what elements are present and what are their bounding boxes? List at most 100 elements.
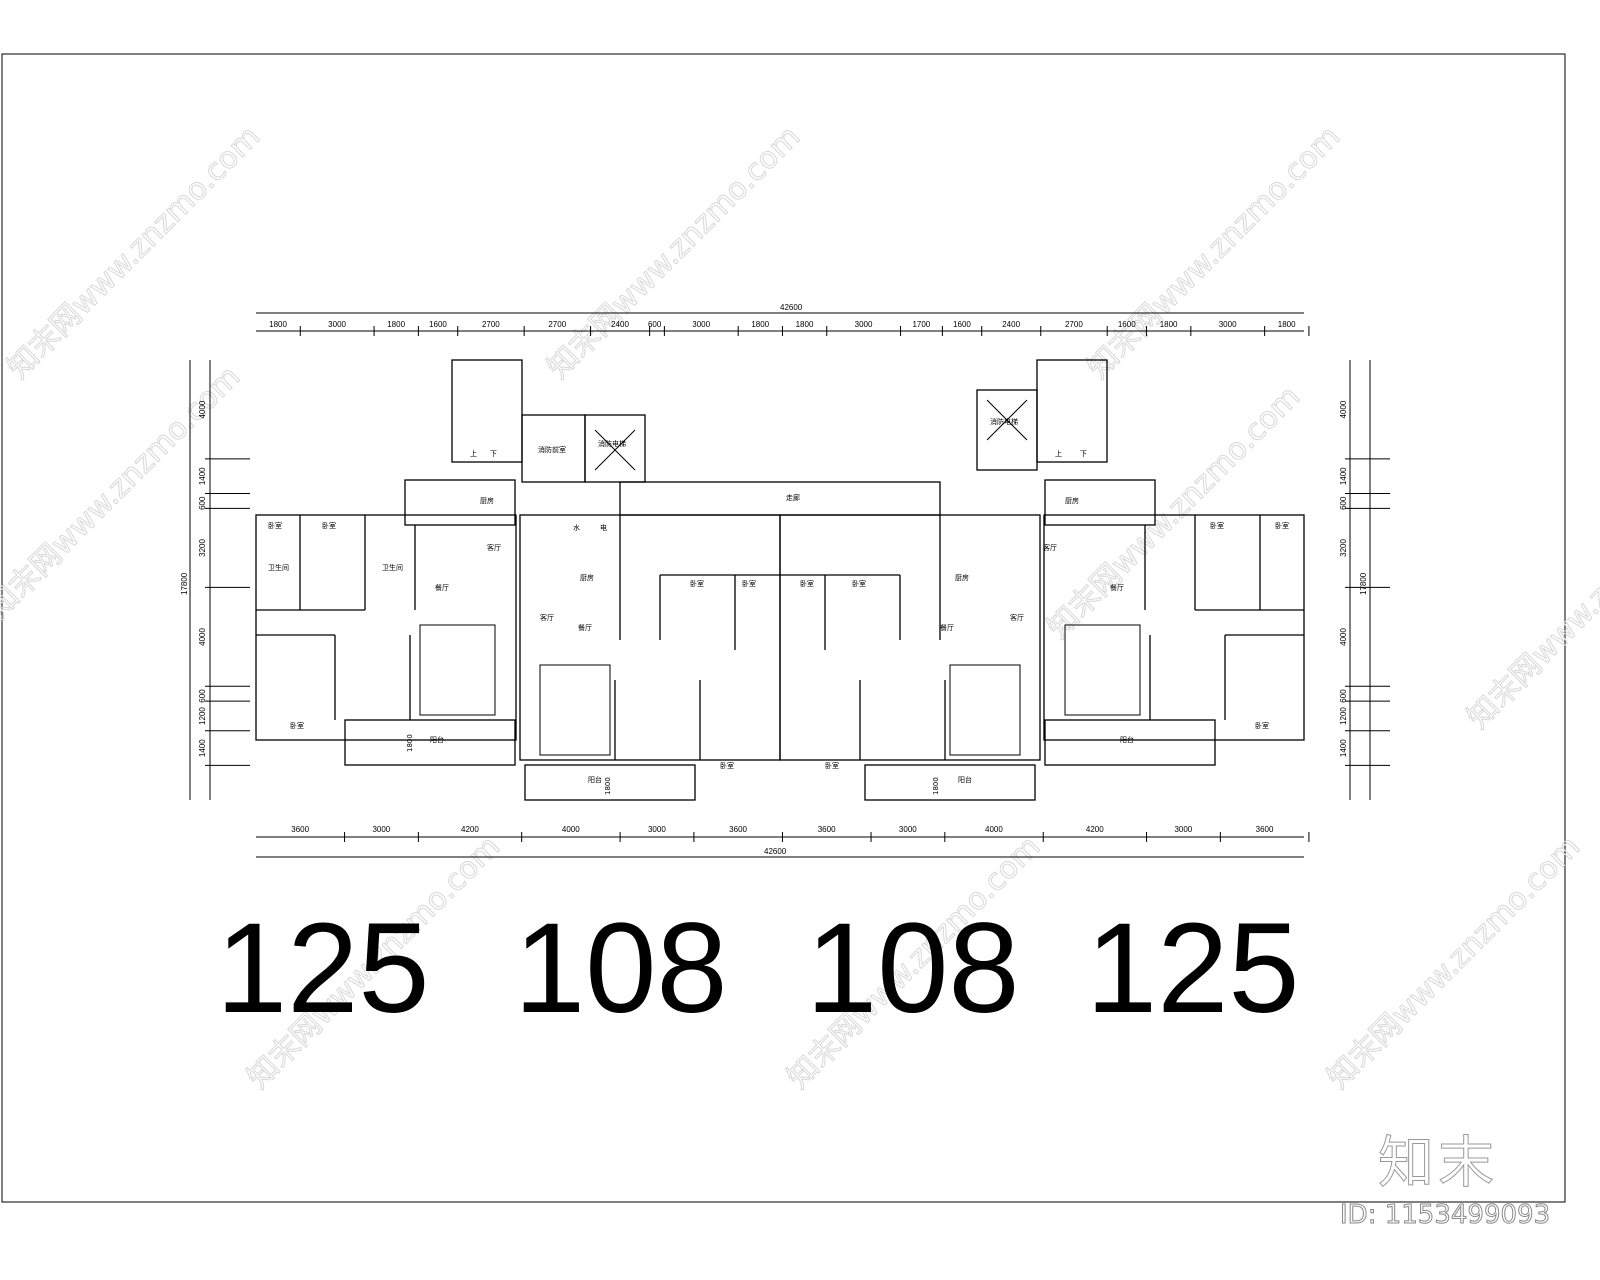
unit-areas: 125 108 108 125 xyxy=(216,897,1300,1040)
drawing-frame xyxy=(1,53,1566,1203)
room-label: 餐厅 xyxy=(1110,583,1124,592)
room-label: 卧室 xyxy=(322,521,336,530)
dim-segment: 4000 xyxy=(562,825,580,834)
room-label: 厨房 xyxy=(580,573,594,582)
dim-segment: 3000 xyxy=(692,320,710,329)
room-label: 卧室 xyxy=(1275,521,1289,530)
unit-area-1: 125 xyxy=(216,897,430,1040)
watermark: 知末网www.znzmo.com xyxy=(1321,829,1587,1095)
dim-segment: 600 xyxy=(198,689,207,703)
dim-segment: 1800 xyxy=(1160,320,1178,329)
room-label: 卫生间 xyxy=(382,563,403,572)
dim-segment: 3000 xyxy=(1174,825,1192,834)
room-label: 厨房 xyxy=(480,496,494,505)
unit-area-3: 108 xyxy=(806,897,1020,1040)
room-label: 厨房 xyxy=(955,573,969,582)
dim-segment: 3600 xyxy=(291,825,309,834)
dim-segment: 2700 xyxy=(548,320,566,329)
dim-segment: 1400 xyxy=(1339,467,1348,485)
dim-segment: 1200 xyxy=(198,707,207,725)
building-walls xyxy=(255,359,1305,801)
dim-segment: 3600 xyxy=(729,825,747,834)
dim-segment: 1600 xyxy=(953,320,971,329)
dim-segment: 3200 xyxy=(1339,539,1348,557)
room-label: 餐厅 xyxy=(435,583,449,592)
dim-right-total: 17800 xyxy=(1359,572,1368,595)
watermark: 知末网www.znzmo.com xyxy=(1,119,267,385)
dim-bottom-total: 42600 xyxy=(764,847,787,856)
room-label: 卧室 xyxy=(825,761,839,770)
watermark: 知末网www.znzmo.com xyxy=(1081,119,1347,385)
room-labels: 卧室 卧室 卫生间 卫生间 客厅 餐厅 厨房 卧室 阳台 上 下 消防前室 消防… xyxy=(268,417,1289,795)
id-label: ID: 1153499093 xyxy=(1339,1200,1551,1231)
dim-segment: 2400 xyxy=(1002,320,1020,329)
room-label: 阳台 xyxy=(958,775,972,784)
dim-segment: 600 xyxy=(1339,496,1348,510)
dim-segment: 3000 xyxy=(648,825,666,834)
dim-segment: 600 xyxy=(648,320,662,329)
watermark: 知末网www.znzmo.com xyxy=(1461,469,1600,735)
dim-segment: 1800 xyxy=(269,320,287,329)
dim-segment: 3200 xyxy=(198,539,207,557)
watermark: 知末网www.znzmo.com xyxy=(541,119,807,385)
room-label: 客厅 xyxy=(1043,543,1057,552)
room-label: 消防电梯 xyxy=(598,439,626,448)
room-label: 走廊 xyxy=(786,493,800,502)
room-label: 阳台 xyxy=(430,735,444,744)
room-label: 卧室 xyxy=(1210,521,1224,530)
dim-segment: 1600 xyxy=(429,320,447,329)
dim-segment: 3600 xyxy=(1256,825,1274,834)
dim-segment: 3000 xyxy=(899,825,917,834)
dim-segment: 3000 xyxy=(1219,320,1237,329)
unit-area-4: 125 xyxy=(1086,897,1300,1040)
dim-segment: 1800 xyxy=(751,320,769,329)
room-label: 卧室 xyxy=(800,579,814,588)
balcony-depth: 1800 xyxy=(406,734,414,752)
dim-segment: 1200 xyxy=(1339,707,1348,725)
dim-segment: 3600 xyxy=(818,825,836,834)
dim-segment: 1800 xyxy=(1278,320,1296,329)
room-label: 卧室 xyxy=(852,579,866,588)
room-label: 消防电梯 xyxy=(990,417,1018,426)
dim-segment: 3000 xyxy=(855,320,873,329)
stair-label: 上 xyxy=(1055,449,1062,458)
dim-segment: 1600 xyxy=(1118,320,1136,329)
dim-segment: 2400 xyxy=(611,320,629,329)
dim-segment: 4000 xyxy=(198,628,207,646)
dim-segment: 1800 xyxy=(796,320,814,329)
dim-segment: 3000 xyxy=(328,320,346,329)
dim-segment: 1400 xyxy=(198,739,207,757)
znzmo-logo: 知末 xyxy=(1378,1131,1498,1197)
dim-segment: 4200 xyxy=(461,825,479,834)
unit-area-2: 108 xyxy=(514,897,728,1040)
room-label: 消防前室 xyxy=(538,445,566,454)
room-label: 客厅 xyxy=(487,543,501,552)
room-label: 卧室 xyxy=(268,521,282,530)
room-label: 阳台 xyxy=(588,775,602,784)
dim-segment: 4000 xyxy=(1339,628,1348,646)
room-label: 客厅 xyxy=(540,613,554,622)
dim-segment: 1700 xyxy=(912,320,930,329)
dim-segment: 2700 xyxy=(482,320,500,329)
balcony-depth: 1800 xyxy=(932,777,940,795)
room-label: 餐厅 xyxy=(578,623,592,632)
dim-segment: 3000 xyxy=(372,825,390,834)
dim-segment: 2700 xyxy=(1065,320,1083,329)
room-label: 卧室 xyxy=(720,761,734,770)
stair-label: 下 xyxy=(490,450,497,458)
watermark: 知末网www.znzmo.com xyxy=(1041,379,1307,645)
dim-segment: 4000 xyxy=(198,400,207,418)
room-label: 卧室 xyxy=(1255,721,1269,730)
dim-segment: 600 xyxy=(1339,689,1348,703)
room-label: 餐厅 xyxy=(940,623,954,632)
room-label: 电 xyxy=(600,523,607,532)
dim-segment: 4000 xyxy=(1339,400,1348,418)
room-label: 阳台 xyxy=(1120,735,1134,744)
dim-segment: 1400 xyxy=(1339,739,1348,757)
dim-top-total: 42600 xyxy=(780,303,803,312)
room-label: 厨房 xyxy=(1065,496,1079,505)
stair-label: 上 xyxy=(470,449,477,458)
dim-segment: 600 xyxy=(198,496,207,510)
dim-left-total: 17800 xyxy=(180,572,189,595)
room-label: 卧室 xyxy=(742,579,756,588)
